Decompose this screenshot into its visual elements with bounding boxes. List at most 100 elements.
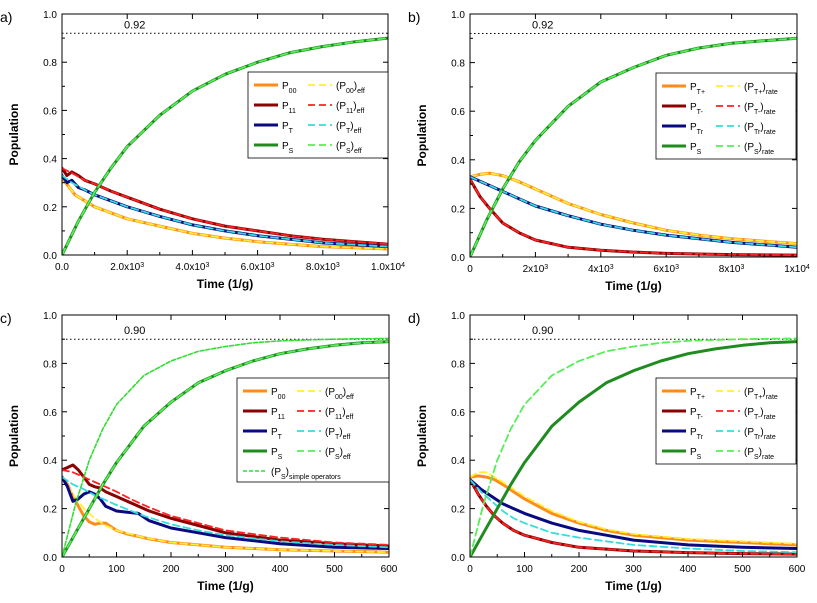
legend-label: (PS)rate [744, 447, 774, 461]
x-tick-label: 0 [467, 564, 473, 575]
legend-label: P00 [271, 387, 286, 401]
x-tick-label: 400 [680, 564, 697, 575]
series-line-pt [62, 174, 388, 249]
series-line-p11-eff [470, 178, 797, 257]
y-tick-label: 1.0 [451, 10, 465, 21]
y-tick-label: 0.0 [43, 251, 57, 262]
x-tick-label: 0 [59, 564, 65, 575]
y-tick-label: 0.2 [451, 505, 465, 516]
legend-label: PT+ [690, 387, 705, 401]
x-tick-label: 400 [272, 564, 289, 575]
x-tick-label: 4.0x103 [175, 262, 209, 274]
series-line-p00-eff [62, 476, 389, 554]
x-axis-label: Time (1/g) [605, 579, 661, 593]
series-line-pt-eff [62, 174, 388, 248]
y-tick-label: 0.0 [451, 253, 465, 264]
panel-label: d) [408, 310, 420, 326]
series-line-p00-eff [470, 471, 797, 545]
x-tick-label: 500 [326, 564, 343, 575]
y-tick-label: 0.8 [43, 359, 57, 370]
legend-label: (P00)eff [325, 387, 354, 401]
legend: PT+(PT+)ratePT-(PT-)ratePTr(PTr)ratePS(P… [655, 72, 797, 160]
legend-label: PS [690, 447, 702, 461]
legend-label: (PTr)rate [744, 427, 776, 441]
series-line-p11 [62, 166, 388, 246]
series-line-p11 [62, 463, 389, 548]
series-line-pt-eff [62, 476, 389, 549]
legend-label: (PS)rate [744, 142, 774, 156]
series-line-p00 [62, 475, 389, 554]
legend-label: (PT-)rate [744, 102, 776, 116]
y-tick-label: 0.6 [43, 106, 57, 117]
x-tick-label: 0 [467, 264, 473, 275]
legend-label: (PT+)rate [744, 82, 778, 96]
x-axis-label: Time (1/g) [197, 579, 253, 593]
x-tick-label: 200 [571, 564, 588, 575]
series-line-pt [470, 175, 797, 249]
legend-label: PT [282, 121, 294, 135]
y-tick-label: 0.0 [43, 553, 57, 564]
reference-line-label: 0.92 [124, 19, 145, 31]
x-tick-label: 600 [381, 564, 398, 575]
y-tick-label: 0.4 [43, 456, 57, 467]
x-tick-label: 100 [516, 564, 533, 575]
series-group [62, 337, 389, 557]
x-tick-label: 1.0x104 [371, 262, 405, 274]
series-line-pt [470, 478, 797, 550]
x-axis-label: Time (1/g) [197, 277, 253, 291]
legend-label: (P00)eff [336, 81, 365, 95]
y-tick-label: 0.6 [43, 408, 57, 419]
y-axis-label: Population [415, 405, 429, 467]
series-line-ps-eff [470, 37, 797, 257]
panel-label: a) [0, 9, 12, 25]
series-group [62, 36, 388, 255]
series-line-ps-eff [62, 340, 389, 557]
legend-label: PS [271, 447, 283, 461]
x-tick-label: 2x103 [523, 264, 549, 276]
x-tick-label: 600 [789, 564, 806, 575]
legend-label: (P11)eff [336, 101, 364, 115]
legend-label: (PS)eff [336, 141, 362, 155]
legend-label: (P11)eff [325, 407, 353, 421]
y-axis-label: Population [7, 405, 21, 467]
series-line-p00 [470, 474, 797, 547]
y-tick-label: 1.0 [451, 311, 465, 322]
legend-label: PT- [690, 102, 704, 116]
legend-label: P11 [271, 407, 285, 421]
series-line-pt-eff [470, 175, 797, 249]
legend-label: (PT)eff [336, 121, 361, 135]
x-tick-label: 6x103 [653, 264, 679, 276]
series-line-ps [470, 340, 797, 557]
y-tick-label: 0.6 [451, 107, 465, 118]
panel-label: b) [408, 9, 420, 25]
x-tick-label: 2.0x103 [110, 262, 144, 274]
legend-label: (PTr)rate [744, 122, 776, 136]
x-tick-label: 500 [734, 564, 751, 575]
legend-label: PS [690, 142, 702, 156]
legend-label: PS [282, 141, 294, 155]
x-tick-label: 100 [108, 564, 125, 575]
x-axis-label: Time (1/g) [605, 279, 661, 293]
legend: P00(P00)effP11(P11)effPT(PT)effPS(PS)eff… [236, 377, 390, 483]
series-line-pt [62, 475, 389, 550]
x-tick-label: 1x104 [784, 264, 810, 276]
y-tick-label: 0.2 [43, 505, 57, 516]
reference-line-label: 0.90 [532, 325, 553, 337]
y-tick-label: 0.8 [451, 359, 465, 370]
legend-label: (PS)eff [325, 447, 351, 461]
x-tick-label: 0.0 [55, 262, 69, 273]
series-line-ps-simple [62, 337, 389, 557]
x-tick-label: 8x103 [719, 264, 745, 276]
y-tick-label: 0.0 [451, 553, 465, 564]
reference-line-label: 0.92 [532, 19, 553, 31]
y-tick-label: 1.0 [43, 311, 57, 322]
legend-label: (PT-)rate [744, 407, 776, 421]
x-tick-label: 300 [625, 564, 642, 575]
legend-label: P11 [282, 101, 296, 115]
series-line-pt-eff [470, 478, 797, 554]
